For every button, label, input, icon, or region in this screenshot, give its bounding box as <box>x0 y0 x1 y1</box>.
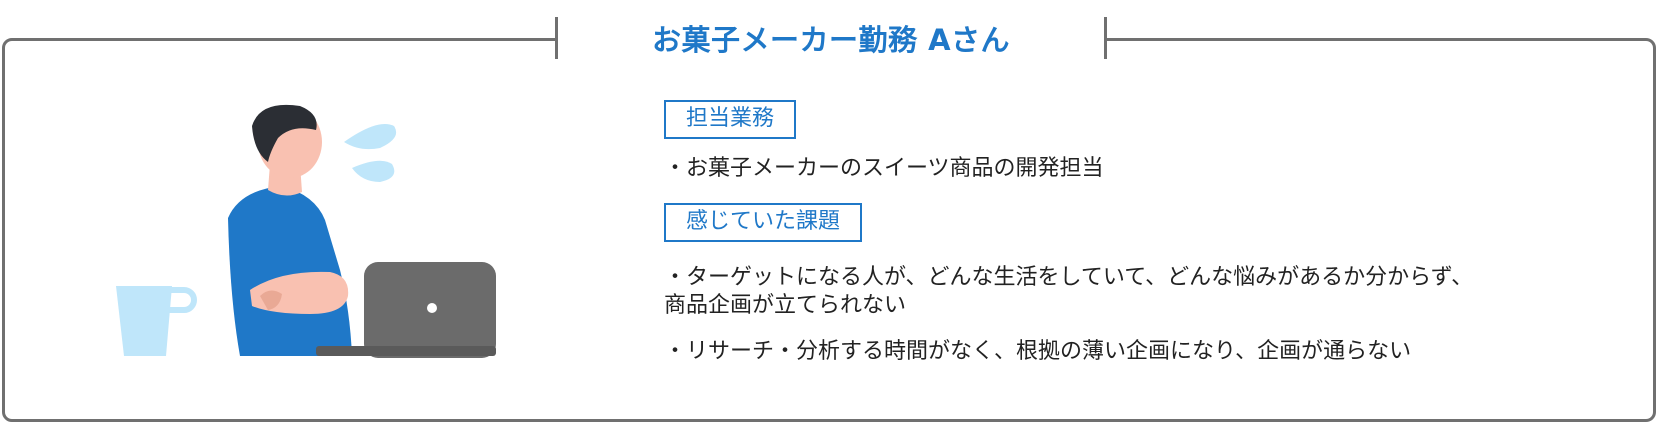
issue-item-line-1: ・ターゲットになる人が、どんな生活をしていて、どんな悩みがあるか分からず、 <box>664 265 1474 290</box>
illustration <box>116 104 496 358</box>
card-title-banner: お菓子メーカー勤務 Aさん <box>555 14 1107 62</box>
issue-item: ・リサーチ・分析する時間がなく、根拠の薄い企画になり、企画が通らない <box>664 339 1412 364</box>
duty-item: ・お菓子メーカーのスイーツ商品の開発担当 <box>664 156 1104 181</box>
laptop-icon <box>316 262 496 358</box>
card-title: お菓子メーカー勤務 Aさん <box>651 23 1011 57</box>
speech-drops-icon <box>344 124 397 182</box>
issue-item: ・ターゲットになる人が、どんな生活をしていて、どんな悩みがあるか分からず、 商品… <box>664 264 1624 320</box>
details: 担当業務 ・お菓子メーカーのスイーツ商品の開発担当 感じていた課題 ・ターゲット… <box>664 100 1624 366</box>
issue-item-line-2: 商品企画が立てられない <box>664 293 907 318</box>
section-label-issues: 感じていた課題 <box>664 203 863 242</box>
person-icon <box>228 104 352 356</box>
section-label-duties: 担当業務 <box>664 100 797 139</box>
mug-icon <box>116 286 197 356</box>
